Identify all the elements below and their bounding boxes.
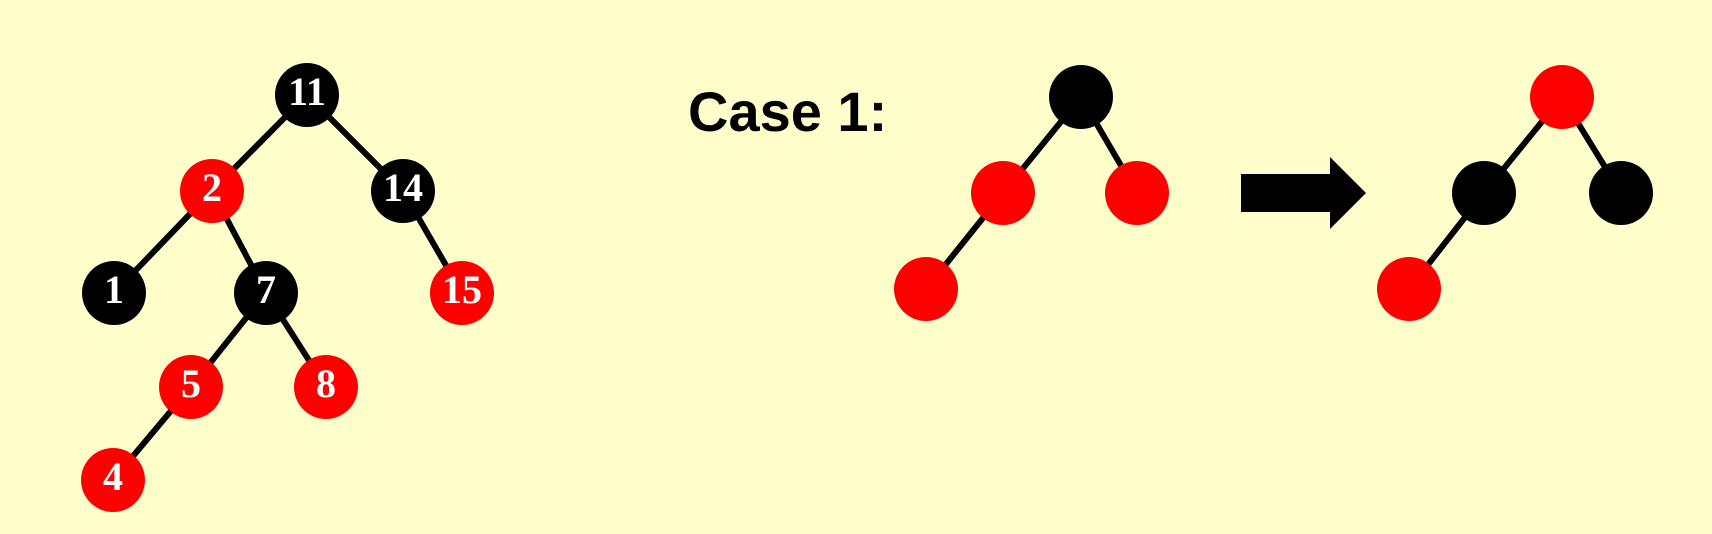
example_tree-node: 14 [371,159,435,223]
example_tree-node: 11 [275,63,339,127]
case1_before-node [1105,161,1169,225]
node-circle [180,159,244,223]
example_tree-node: 1 [82,261,146,325]
right-arrow-icon [1241,157,1366,229]
node-circle [1530,65,1594,129]
example_tree-node: 15 [430,261,494,325]
node-circle [371,159,435,223]
node-label: 4 [103,454,123,499]
node-label: 15 [442,267,482,312]
example_tree-node: 5 [159,355,223,419]
case1_before-node [1049,65,1113,129]
node-label: 5 [181,361,201,406]
node-label: 1 [104,267,124,312]
case1_after-node [1589,161,1653,225]
case1_before-node [894,257,958,321]
node-circle [81,448,145,512]
case1_after-node [1452,161,1516,225]
node-circle [275,63,339,127]
case1_before-node [971,161,1035,225]
node-circle [971,161,1035,225]
nodes-layer: 11 2 14 1 7 15 5 8 4 [81,63,1653,512]
transform-arrow [1241,157,1366,229]
node-circle [82,261,146,325]
node-circle [294,355,358,419]
node-circle [234,261,298,325]
node-label: 8 [316,361,336,406]
node-circle [1589,161,1653,225]
example_tree-node: 7 [234,261,298,325]
node-circle [1049,65,1113,129]
node-circle [1452,161,1516,225]
example_tree-node: 8 [294,355,358,419]
case1_after-node [1530,65,1594,129]
example_tree-node: 4 [81,448,145,512]
node-circle [159,355,223,419]
node-label: 11 [288,69,326,114]
node-label: 14 [383,165,423,210]
node-label: 2 [202,165,222,210]
case-label: Case 1: [688,80,888,143]
node-circle [430,261,494,325]
example_tree-node: 2 [180,159,244,223]
node-circle [894,257,958,321]
node-circle [1377,257,1441,321]
node-label: 7 [256,267,276,312]
node-circle [1105,161,1169,225]
case1_after-node [1377,257,1441,321]
